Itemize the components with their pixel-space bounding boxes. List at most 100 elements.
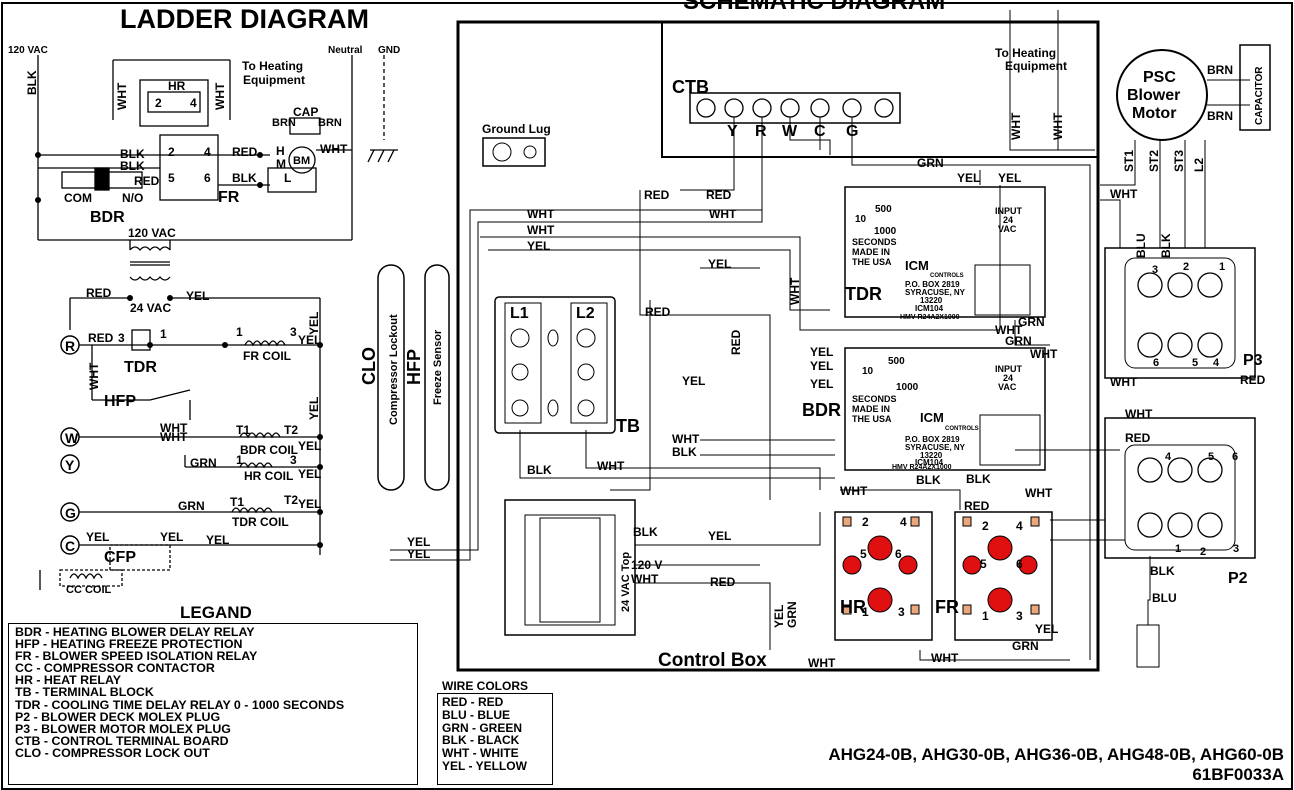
lbl-tdr-zip: 13220 [920, 296, 943, 305]
lbl-hr-pin3: 3 [898, 605, 905, 619]
lbl-st2: ST2 [1147, 150, 1161, 172]
lbl-wht-right: WHT [213, 82, 227, 110]
lbl-wht-heat-2: WHT [1051, 112, 1065, 140]
lbl-tdr-1: 1 [160, 327, 167, 341]
lbl-p2-pin6: 6 [1232, 451, 1238, 463]
lbl-blk-relay-2: BLK [966, 472, 991, 486]
model-list: AHG24-0B, AHG30-0B, AHG36-0B, AHG48-0B, … [828, 745, 1284, 764]
lbl-tdr-s: TDR [845, 284, 882, 304]
lbl-capacitor: CAPACITOR [1254, 66, 1265, 125]
lbl-hr-pin4: 4 [900, 515, 907, 529]
lbl-c: C [65, 538, 75, 554]
lbl-l2-motor: L2 [1192, 158, 1206, 172]
lbl-wht-vert: WHT [788, 277, 802, 305]
lbl-bdr-seconds: SECONDS [852, 394, 897, 404]
lbl-hr: HR [168, 79, 186, 93]
lbl-st3: ST3 [1172, 150, 1186, 172]
lbl-tdr-3: 3 [118, 331, 125, 345]
lbl-wht-hfp: WHT [87, 362, 101, 390]
lbl-blk-tb: BLK [527, 463, 552, 477]
lbl-hr-pin2: 2 [862, 515, 869, 529]
lbl-grn-hr: GRN [785, 601, 799, 628]
relay-contacts [842, 516, 1040, 615]
lbl-bdr-24: 24 [1003, 373, 1013, 383]
legend-item: CC - COMPRESSOR CONTACTOR [15, 661, 215, 676]
lbl-tdr-icm: ICM [905, 258, 929, 273]
lbl-blower: Blower [1127, 87, 1180, 104]
molex-pins [1137, 272, 1223, 538]
lbl-red-tx: RED [710, 575, 736, 589]
lbl-hr-pin6: 6 [895, 547, 902, 561]
lbl-com: COM [64, 191, 92, 205]
lbl-grn-bdr: GRN [1005, 334, 1032, 348]
lbl-hfp-s: HFP [404, 349, 424, 385]
lbl-ctb-c: C [814, 123, 826, 140]
lbl-bdr-controls: CONTROLS [945, 426, 979, 432]
doc-number: 61BF0033A [1192, 765, 1284, 784]
lbl-red-relay: RED [964, 499, 990, 513]
lbl-red-vert: RED [729, 329, 743, 355]
legend-item: HR - HEAT RELAY [15, 673, 122, 688]
lbl-ground-lug: Ground Lug [482, 122, 551, 136]
lbl-yel-tx: YEL [708, 529, 731, 543]
schematic-labels: CTB Y R W C G Ground Lug To Heating Equi… [359, 46, 1266, 671]
lbl-tdr-24: 24 [1003, 215, 1013, 225]
lbl-hr-coil: HR COIL [244, 469, 293, 483]
lbl-red-mid: RED [645, 305, 671, 319]
lbl-blk-1: BLK [120, 147, 145, 161]
lbl-yel-24: YEL [186, 289, 209, 303]
lbl-wht-tb: WHT [597, 459, 625, 473]
wire-colors-title: WIRE COLORS [442, 679, 528, 693]
lbl-equipment-s: Equipment [1005, 59, 1067, 73]
lbl-t2: T2 [284, 423, 298, 437]
lbl-p3: P3 [1243, 352, 1263, 369]
lbl-red-bdr: RED [134, 174, 160, 188]
lbl-120v: 120 V [631, 558, 662, 572]
lbl-bdr-icm104: ICM104 [915, 458, 944, 467]
lbl-bdr-vac: VAC [998, 382, 1017, 392]
lbl-l1: L1 [510, 305, 529, 322]
lbl-blk-vert: BLK [25, 70, 39, 95]
lbl-wht-top-1: WHT [527, 207, 555, 221]
lbl-red-24: RED [86, 286, 112, 300]
wire-color-item: BLK - BLACK [442, 733, 520, 748]
lbl-wht-bottom-2: WHT [931, 651, 959, 665]
lbl-tdr-input: INPUT [995, 206, 1023, 216]
lbl-tdr-seconds: SECONDS [852, 237, 897, 247]
lbl-fr-4: 4 [204, 145, 211, 159]
lbl-l: L [284, 171, 291, 185]
lbl-ctb: CTB [672, 77, 709, 97]
lbl-yel-top: YEL [527, 239, 550, 253]
lbl-red-p2: RED [1125, 431, 1151, 445]
lbl-fr-pin4: 4 [1016, 519, 1023, 533]
lbl-grn-top: GRN [917, 156, 944, 170]
lbl-blk-p3: BLK [1159, 233, 1173, 258]
legend-item: CLO - COMPRESSOR LOCK OUT [15, 745, 210, 760]
lbl-freeze-sensor: Freeze Sensor [432, 329, 444, 405]
lbl-fr: FR [218, 189, 240, 206]
lbl-yel-clo-2: YEL [407, 547, 430, 561]
lbl-cc-coil: CC COIL [66, 584, 112, 596]
lbl-tb: TB [616, 416, 640, 436]
lbl-tdr-syracuse: SYRACUSE, NY [905, 288, 966, 297]
lbl-p2-pin1: 1 [1175, 543, 1181, 555]
lbl-no: N/O [122, 191, 143, 205]
lbl-tdr-madein: MADE IN [852, 247, 890, 257]
lbl-bdr-hmv: HMV R24A2X1000 [892, 464, 952, 471]
lbl-bdr-zip: 13220 [920, 451, 943, 460]
lbl-tdr-hmv: HMV R24A2X1000 [900, 314, 960, 321]
lbl-hr-1: 1 [236, 453, 243, 467]
lbl-w: W [65, 430, 79, 446]
wire-color-item: WHT - WHITE [442, 746, 519, 761]
lbl-wht-tx: WHT [631, 572, 659, 586]
lbl-tdr-pobox: P.O. BOX 2819 [905, 280, 960, 289]
lbl-ctb-y: Y [727, 123, 738, 140]
lbl-120vac: 120 VAC [8, 45, 48, 56]
lbl-yel-bottom: YEL [1035, 622, 1058, 636]
lbl-grn-g: GRN [178, 499, 205, 513]
lbl-blk-fr: BLK [232, 171, 257, 185]
lbl-wht-bm: WHT [320, 142, 348, 156]
lbl-yel-bdr-1: YEL [810, 345, 833, 359]
lbl-wht-motor: WHT [1110, 187, 1138, 201]
